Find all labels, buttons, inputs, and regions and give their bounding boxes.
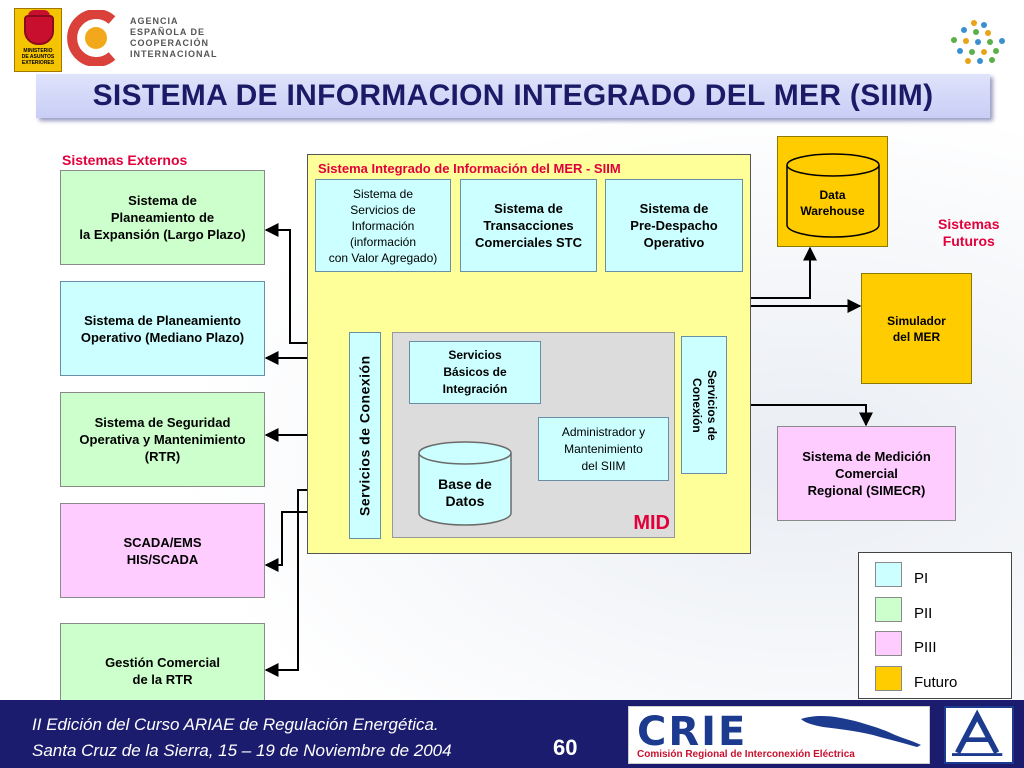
- database-label: Base de Datos: [438, 476, 492, 509]
- data-warehouse-box: Data Warehouse: [777, 136, 888, 247]
- simecr-box: Sistema de Medición Comercial Regional (…: [777, 426, 956, 521]
- future-systems-label: Sistemas Futuros: [938, 216, 1000, 249]
- administrador-siim: Administrador y Mantenimiento del SIIM: [538, 417, 669, 481]
- servicios-basicos-integracion: Servicios Básicos de Integración: [409, 341, 541, 404]
- legend-swatch-piii: [875, 631, 902, 656]
- servicios-conexion-right: Servicios de Conexión: [681, 336, 727, 474]
- crie-logo: CRIE Comisión Regional de Interconexión …: [628, 706, 930, 764]
- external-systems-label: Sistemas Externos: [62, 152, 188, 168]
- legend-swatch-pii: [875, 597, 902, 622]
- legend-label-pii: PII: [914, 605, 933, 622]
- agency-name: AGENCIA ESPAÑOLA DE COOPERACIÓN INTERNAC…: [130, 16, 218, 60]
- crie-subtitle: Comisión Regional de Interconexión Eléct…: [637, 749, 855, 760]
- aeci-logo: [67, 10, 116, 66]
- module-servicios-informacion: Sistema de Servicios de Información (inf…: [315, 179, 451, 272]
- crie-logo-text: CRIE: [637, 709, 748, 755]
- legend-swatch-futuro: [875, 666, 902, 691]
- link-simecr-conexion: [726, 398, 873, 427]
- legend: PI PII PIII Futuro: [858, 552, 1012, 699]
- title-bar: SISTEMA DE INFORMACION INTEGRADO DEL MER…: [36, 74, 990, 118]
- system-planeamiento-expansion: Sistema de Planeamiento de la Expansión …: [60, 170, 265, 265]
- footer-location-line: Santa Cruz de la Sierra, 15 – 19 de Novi…: [32, 741, 452, 760]
- central-america-map-icon: [801, 715, 921, 747]
- agency-line: AGENCIA: [130, 16, 179, 26]
- servicios-conexion-left: Servicios de Conexión: [349, 332, 381, 539]
- data-warehouse-label: Data Warehouse: [800, 188, 865, 218]
- page-title: SISTEMA DE INFORMACION INTEGRADO DEL MER…: [92, 79, 934, 112]
- agency-line: ESPAÑOLA DE: [130, 27, 206, 37]
- warehouse-cylinder-icon: [786, 153, 880, 238]
- legend-label-futuro: Futuro: [914, 674, 958, 691]
- module-predespacho: Sistema de Pre-Despacho Operativo: [605, 179, 743, 272]
- module-transacciones-comerciales: Sistema de Transacciones Comerciales STC: [460, 179, 597, 272]
- legend-label-pi: PI: [914, 570, 929, 587]
- ministry-crest-logo: MINISTERIO DE ASUNTOS EXTERIORES: [14, 8, 62, 72]
- shield-icon: [24, 15, 54, 45]
- crest-text: MINISTERIO DE ASUNTOS EXTERIORES: [21, 48, 55, 66]
- legend-swatch-pi: [875, 562, 902, 587]
- simulador-mer-box: Simulador del MER: [861, 273, 972, 384]
- legend-label-piii: PIII: [914, 639, 937, 656]
- agency-line: COOPERACIÓN: [130, 38, 210, 48]
- system-planeamiento-operativo: Sistema de Planeamiento Operativo (Media…: [60, 281, 265, 376]
- dots-logo: [951, 20, 1005, 64]
- siim-label: Sistema Integrado de Información del MER…: [318, 161, 621, 176]
- system-seguridad-operativa: Sistema de Seguridad Operativa y Manteni…: [60, 392, 265, 487]
- mid-label: MID: [633, 512, 670, 534]
- page-number: 60: [553, 735, 578, 760]
- agency-line: INTERNACIONAL: [130, 49, 218, 59]
- database-icon: [418, 441, 512, 526]
- system-scada-ems: SCADA/EMS HIS/SCADA: [60, 503, 265, 598]
- ariae-logo: [944, 706, 1014, 764]
- crown-icon: [28, 10, 50, 18]
- footer-course-line: II Edición del Curso ARIAE de Regulación…: [32, 715, 439, 734]
